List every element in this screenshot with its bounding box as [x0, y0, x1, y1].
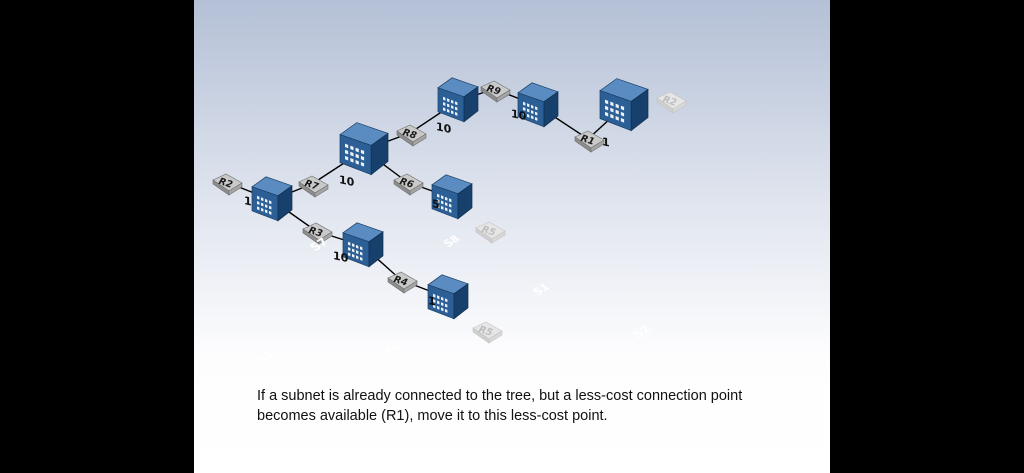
subnet-label: S2: [629, 323, 655, 340]
cost-label-r8-s8: 10: [436, 120, 452, 136]
cost-label-r4-s5: 1: [428, 294, 436, 308]
subnet-s2: S2: [599, 78, 655, 340]
subnet-label: S5: [324, 455, 348, 470]
router-label: R2: [217, 176, 234, 191]
subnet-label: S3: [194, 249, 198, 264]
cost-label-r6-s6: 5: [432, 197, 440, 211]
router-r3: R3: [302, 222, 333, 245]
caption-line-1: If a subnet is already connected to the …: [257, 388, 743, 404]
caption-text: If a subnet is already connected to the …: [257, 386, 817, 426]
subnet-s1: S1: [517, 82, 559, 297]
ghost-router-r5-ghost-upper: R5: [475, 221, 506, 244]
subnet-label: S8: [440, 233, 464, 248]
subnet-s5: S5: [324, 274, 469, 470]
router-label: R2: [661, 94, 678, 109]
subnet-label: S1: [529, 282, 553, 297]
subnet-s4: S4: [254, 222, 384, 366]
subnet-label: S4: [254, 350, 278, 365]
cost-labels: 1 10 10 1 10 5 10 1: [244, 107, 610, 308]
subnet-s6: S6: [382, 174, 473, 357]
router-label: R7: [303, 178, 320, 193]
router-r7: R7: [298, 175, 329, 198]
router-r9: R9: [480, 80, 511, 103]
subnet-s7: S7: [306, 122, 389, 253]
cost-label-r3-s4: 10: [333, 249, 349, 265]
router-r6: R6: [393, 173, 424, 196]
router-label: R5: [477, 324, 494, 339]
cost-label-r1-s2: 1: [602, 135, 610, 149]
router-label: R3: [307, 225, 324, 240]
subnet-s8: S8: [437, 77, 479, 249]
router-r2: R2: [212, 173, 243, 196]
router-r8: R8: [396, 124, 427, 147]
subnet-s3: S3: [194, 176, 293, 264]
cost-label-r9-s1: 10: [511, 107, 527, 123]
router-label: R5: [480, 224, 497, 239]
router-r4: R4: [387, 271, 418, 294]
router-label: R1: [579, 133, 596, 148]
router-label: R6: [398, 176, 415, 191]
cost-label-r7-s7: 10: [339, 173, 355, 189]
ghost-router-r2-ghost: R2: [656, 91, 687, 114]
router-r1: R1: [574, 130, 605, 153]
router-label: R8: [401, 127, 418, 142]
caption-line-2: becomes available (R1), move it to this …: [257, 408, 608, 424]
router-label: R9: [485, 83, 502, 98]
router-label: R4: [392, 274, 409, 289]
subnet-label: S7: [306, 236, 333, 253]
subnet-label: S6: [382, 342, 406, 357]
ghost-router-r5-ghost-lower: R5: [472, 321, 503, 344]
cost-label-r2-s3: 1: [244, 194, 252, 208]
